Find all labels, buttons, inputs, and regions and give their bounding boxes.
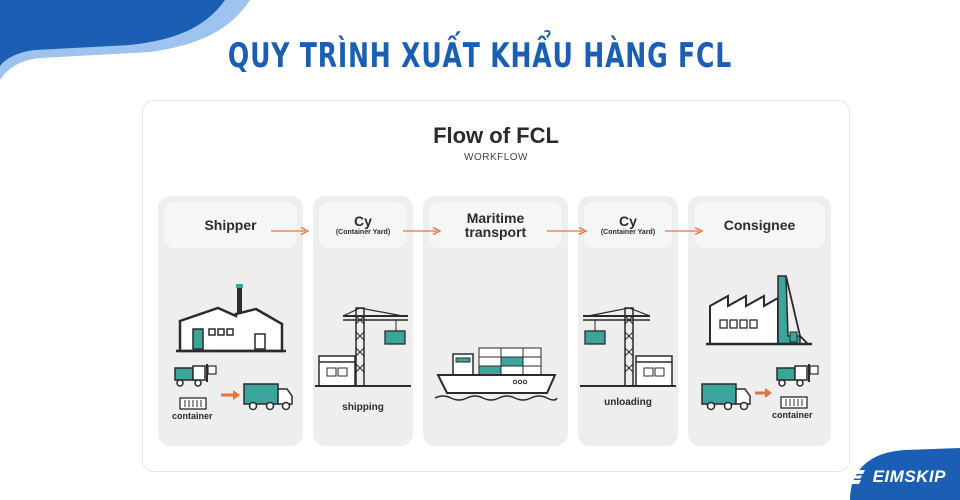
fcl-flow-card: Flow of FCL WORKFLOW Shipper xyxy=(142,100,850,472)
flow-arrow-1 xyxy=(271,226,310,236)
flow-title: Flow of FCL xyxy=(433,123,559,148)
stage-caption: container xyxy=(772,410,813,420)
flow-subtitle: WORKFLOW xyxy=(464,152,528,163)
forklift-icon xyxy=(174,364,217,387)
eimskip-logo-icon xyxy=(848,470,865,484)
flow-arrow-3 xyxy=(547,226,588,236)
brand-name: EIMSKIP xyxy=(872,467,946,486)
stage-header: Consignee xyxy=(694,202,825,248)
stage-name: Cy xyxy=(354,212,372,229)
stage-maritime-transport: Maritime transport xyxy=(423,196,568,446)
truck-icon xyxy=(243,383,293,411)
truck-icon xyxy=(701,383,751,411)
factory-icon xyxy=(176,284,286,353)
page-title: QUY TRÌNH XUẤT KHẨU HÀNG FCL xyxy=(227,36,733,76)
flow-arrow-2 xyxy=(403,226,442,236)
port-crane-icon xyxy=(580,307,676,387)
stage-consignee: Consignee xyxy=(688,196,831,446)
stage-caption: container xyxy=(172,411,213,421)
cargo-ship-icon xyxy=(434,347,558,401)
flow-arrow-4 xyxy=(665,226,704,236)
stage-header: Shipper xyxy=(164,202,297,248)
stage-name: Maritime transport xyxy=(464,210,527,240)
stage-subname: (Container Yard) xyxy=(335,228,391,236)
arrow-right-icon xyxy=(755,388,772,398)
stage-container-yard-destination: Cy (Container Yard) unloading xyxy=(578,196,678,446)
stage-header: Cy (Container Yard) xyxy=(319,202,407,248)
stage-header: Cy (Container Yard) xyxy=(584,202,672,248)
stage-container-yard-origin: Cy (Container Yard) shipping xyxy=(313,196,413,446)
corner-decoration-top-left xyxy=(0,0,250,80)
port-crane-icon xyxy=(315,307,411,387)
stage-caption: unloading xyxy=(604,397,652,408)
stage-shipper: Shipper contai xyxy=(158,196,303,446)
forklift-icon xyxy=(776,364,819,387)
stage-name: Shipper xyxy=(204,217,257,233)
stage-header: Maritime transport xyxy=(429,202,562,248)
stage-name: Cy xyxy=(619,212,637,229)
arrow-right-icon xyxy=(221,390,240,400)
stage-caption: shipping xyxy=(342,402,384,413)
stage-subname: (Container Yard) xyxy=(600,228,656,236)
brand-logo: EIMSKIP xyxy=(847,466,946,488)
corner-decoration-bottom-right xyxy=(850,448,960,500)
factory-icon xyxy=(706,275,812,346)
container-icon xyxy=(780,396,808,409)
container-icon xyxy=(179,397,207,410)
stage-name: Consignee xyxy=(723,217,796,233)
